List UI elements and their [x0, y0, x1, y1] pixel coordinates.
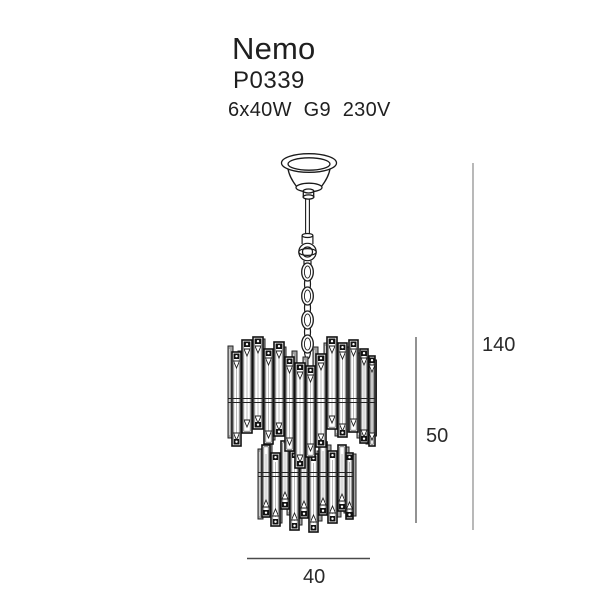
- suspension-rod: [305, 199, 310, 234]
- upper-tier-ring-band: [228, 398, 375, 403]
- ceiling-canopy: [280, 153, 338, 200]
- dimension-label-width: 40: [303, 566, 325, 588]
- dimension-label-total-height: 140: [482, 334, 515, 356]
- hanging-chain: [301, 262, 314, 360]
- dimension-annotations: 140 50 40: [247, 163, 515, 588]
- product-name: Nemo: [232, 31, 316, 66]
- lower-tier-ring-band: [258, 472, 353, 477]
- dimension-label-body-height: 50: [426, 425, 448, 447]
- lower-tier-front-bars: [261, 440, 354, 533]
- product-specs: 6x40W G9 230V: [228, 99, 391, 121]
- connector-knob: [298, 232, 317, 265]
- upper-tier-front-bars: [231, 336, 376, 469]
- product-code: P0339: [233, 67, 305, 94]
